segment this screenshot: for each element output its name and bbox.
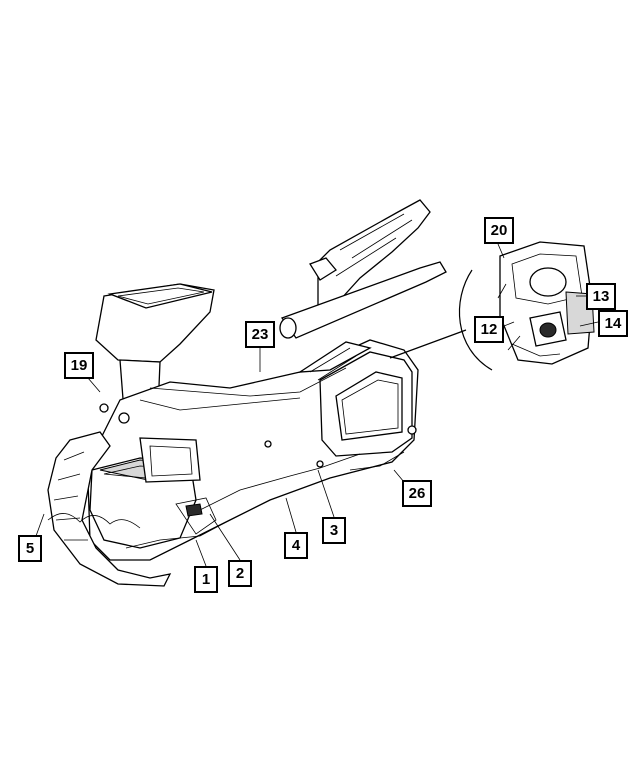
blower-inlet-duct — [95, 283, 215, 413]
leader-lines — [35, 243, 599, 567]
callout-20: 20 — [484, 217, 514, 244]
callout-1: 1 — [194, 566, 218, 593]
callout-23: 23 — [245, 321, 275, 348]
drain-tube — [279, 261, 447, 339]
callout-19: 19 — [64, 352, 94, 379]
left-floor-duct — [47, 431, 172, 587]
housing-fasteners — [99, 403, 417, 468]
detail-inset — [389, 241, 595, 371]
callout-2: 2 — [228, 560, 252, 587]
callout-13: 13 — [586, 283, 616, 310]
wiring-harness — [125, 367, 405, 549]
evaporator-case — [89, 437, 201, 549]
callout-4: 4 — [284, 532, 308, 559]
callout-26: 26 — [402, 480, 432, 507]
callout-3: 3 — [322, 517, 346, 544]
callout-5: 5 — [18, 535, 42, 562]
callout-12: 12 — [474, 316, 504, 343]
callout-14: 14 — [598, 310, 628, 337]
